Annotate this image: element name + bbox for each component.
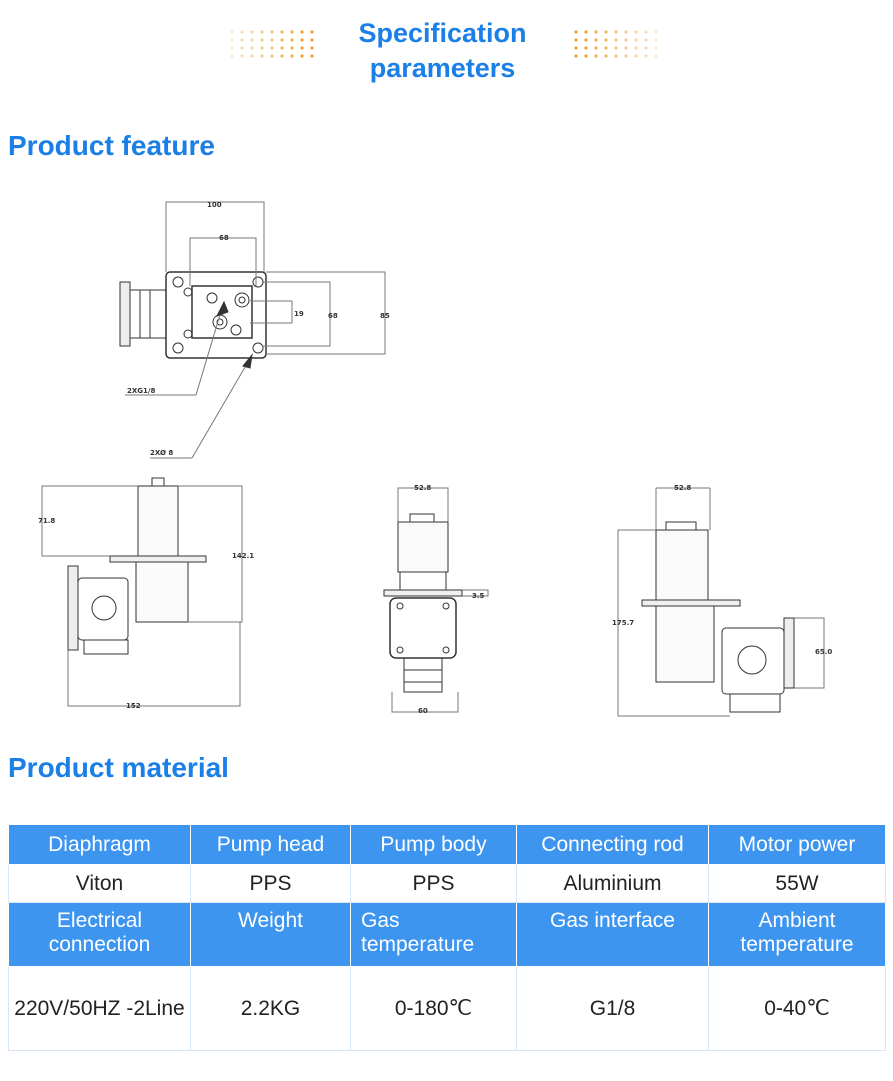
value-cell: G1/8: [516, 966, 709, 1051]
dot-grid-right-icon: [574, 30, 658, 58]
dim-top-height: 85: [380, 312, 390, 320]
page-title-line2: parameters: [369, 53, 516, 83]
front-view: [383, 487, 489, 713]
rear-view: [617, 487, 825, 717]
dim-top-width: 100: [207, 201, 222, 209]
value-cell: PPS: [350, 864, 517, 903]
value-cell: Viton: [8, 864, 191, 903]
header-cell: Connecting rod: [516, 824, 709, 865]
dim-front-width: 52.8: [414, 484, 431, 492]
dim-port-thread: 2XG1/8: [127, 387, 155, 395]
table-row: 220V/50HZ -2Line 2.2KG 0-180℃ G1/8 0-40℃: [8, 966, 886, 1051]
header-cell: Motor power: [708, 824, 886, 865]
product-feature-heading: Product feature: [8, 130, 215, 161]
dim-rear-motor: 65.0: [815, 648, 832, 656]
dim-rear-height: 175.7: [612, 619, 634, 627]
spec-table: Diaphragm Pump head Pump body Connecting…: [8, 824, 886, 1051]
header-cell: Gas temperature: [350, 902, 517, 967]
spec-header: Specification parameters: [0, 0, 893, 100]
table-header-row: Electrical connection Weight Gas tempera…: [8, 902, 886, 967]
page-title: Specification parameters: [330, 16, 555, 86]
dim-top-hole-spacing: 68: [219, 234, 229, 242]
dimension-drawing-svg: 100 68 19 68 85 2XG1/8 2XØ 8 71.8 142.1 …: [38, 201, 832, 717]
header-cell: Ambient temperature: [708, 902, 886, 967]
dim-side-upper: 71.8: [38, 517, 55, 525]
value-cell: Aluminium: [516, 864, 709, 903]
header-cell: Diaphragm: [8, 824, 191, 865]
table-header-row: Diaphragm Pump head Pump body Connecting…: [8, 824, 886, 865]
dim-mounting-holes: 2XØ 8: [150, 449, 173, 457]
value-cell: 0-40℃: [708, 966, 886, 1051]
value-cell: PPS: [190, 864, 351, 903]
dot-grid-left-icon: [230, 30, 314, 58]
header-cell: Weight: [190, 902, 351, 967]
header-cell: Pump head: [190, 824, 351, 865]
table-row: Viton PPS PPS Aluminium 55W: [8, 864, 886, 903]
value-cell: 55W: [708, 864, 886, 903]
dim-rear-width: 52.8: [674, 484, 691, 492]
header-cell: Electrical connection: [8, 902, 191, 967]
dim-port-spacing: 19: [294, 310, 304, 318]
header-cell: Pump body: [350, 824, 517, 865]
pump-dimension-drawing: 100 68 19 68 85 2XG1/8 2XØ 8 71.8 142.1 …: [0, 190, 893, 730]
dim-side-height: 142.1: [232, 552, 254, 560]
dim-front-base: 60: [418, 707, 428, 715]
value-cell: 220V/50HZ -2Line: [8, 966, 191, 1051]
dim-side-length: 152: [126, 702, 141, 710]
product-material-heading: Product material: [8, 752, 229, 783]
value-cell: 2.2KG: [190, 966, 351, 1051]
side-view: [41, 477, 243, 707]
top-view: [119, 201, 386, 459]
dim-vertical-hole-spacing: 68: [328, 312, 338, 320]
header-cell: Gas interface: [516, 902, 709, 967]
dim-front-plate: 3.5: [472, 592, 485, 600]
value-cell: 0-180℃: [350, 966, 517, 1051]
page-title-line1: Specification: [358, 18, 527, 48]
